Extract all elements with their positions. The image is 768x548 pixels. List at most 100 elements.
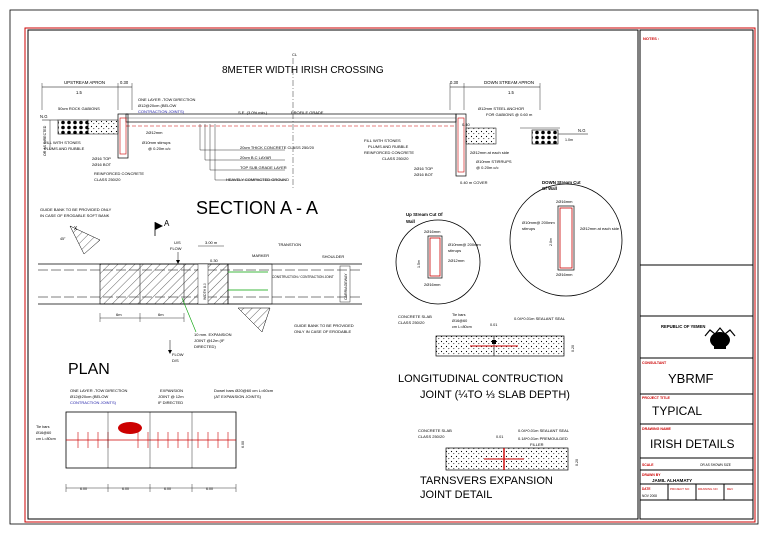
date-label: DATE <box>642 487 650 491</box>
trans-title-1: TARNSVERS EXPANSION <box>420 475 553 487</box>
exp-joint-2: JOINT @12m (IF <box>194 338 225 343</box>
dim-300: 3.00 m <box>205 240 218 245</box>
section-arrow-icon <box>155 222 163 230</box>
dim-6m-1: 6m <box>116 312 122 317</box>
angle-45: 45° <box>60 237 66 241</box>
rev-label: REV <box>727 487 733 491</box>
ng-right: N.G <box>578 128 585 133</box>
expansion-3: IF DIRECTED <box>158 400 183 405</box>
plan2-one-layer-3: CONTRACTION JOINTS) <box>70 400 117 405</box>
centerline-label: CL <box>292 52 298 57</box>
guide-bank-b1: GUIDE BANK TO BE PROVIDED <box>294 323 354 328</box>
expansion-1: EXPANSION <box>160 388 183 393</box>
scale-value: OR AS SHOWN SIZE <box>700 463 731 467</box>
dim-15-right: 1.5 <box>508 90 514 95</box>
top-bar-right: 2Ø16 TOP <box>414 166 433 171</box>
upstream-cutoff-wall <box>117 113 129 159</box>
project-title-label: PROJECT TITLE <box>642 396 671 400</box>
stirrups-right-2: @ 0.20m c/c <box>476 165 499 170</box>
plan2-one-layer-2: Ø12@20cm (BELOW <box>70 394 109 399</box>
layer-4: HEAVELY COMPACTED GROUND <box>226 177 289 182</box>
rock-gabions-label: 50cm ROCK GABIONS <box>58 106 100 111</box>
us-flow-1: U/S <box>174 240 181 245</box>
dim-030-right: 0.30 <box>450 80 459 85</box>
x-mark: X <box>74 226 78 232</box>
red-border <box>24 27 756 523</box>
fill-stones-1: FILL WITH STONES <box>44 140 81 145</box>
up-cut-height: 1.5m <box>417 260 421 268</box>
drawing-name-label: DRAWING NAME <box>642 427 672 431</box>
long-slab-1: CONCRETE SLAB <box>398 314 432 319</box>
trans-filler-2: FILLER <box>530 442 544 447</box>
fill-right-4: CLASS 250/20 <box>382 156 409 161</box>
down-cut-title-2: Of Wall <box>542 186 557 191</box>
main-title: 8METER WIDTH IRISH CROSSING <box>222 65 384 76</box>
trans-sealant: 0.04*0.01m SEALANT SEAL <box>518 428 570 433</box>
long-tie-3: cm L=80cm <box>452 325 472 329</box>
trans-slab-1: CONCRETE SLAB <box>418 428 452 433</box>
one-layer-line-3: CONTRACTION JOINTS) <box>138 109 185 114</box>
up-cut-stirrups-2: stirrups <box>448 248 461 253</box>
ng-left: N.G <box>40 114 47 119</box>
longitudinal-joint-detail: CONCRETE SLAB CLASS 250/20 Tie bars Ø16@… <box>398 313 575 401</box>
trans-d001: 0.01 <box>496 435 503 439</box>
down-cut-top: 2Ø16mm <box>556 199 573 204</box>
cover-label: 0.40 m COVER <box>460 180 488 185</box>
date-value: NOV 2008 <box>642 494 657 498</box>
flow-arrow-ds-icon <box>168 350 172 354</box>
guide-bank-lower <box>237 307 271 333</box>
right-gabion <box>531 129 559 145</box>
republic-label: REPUBLIC OF YEMEN <box>661 324 705 329</box>
slab-layout-plan: ONE LAYER -TOW DIRECTION Ø12@20cm (BELOW… <box>36 388 274 492</box>
dim-15-left: 1.5 <box>76 90 82 95</box>
dim-030-left: 0.30 <box>120 80 129 85</box>
tie-3: cm L=80cm <box>36 437 56 441</box>
drawing-no-label: DRAWING NO <box>698 487 718 491</box>
downstream-cutoff-detail: DOWN Stream Cut Of Wall 2Ø16mm Ø10mm@ 20… <box>509 180 623 297</box>
anchor-2: FOR GABIONS @ 0.60 m <box>486 112 533 117</box>
trans-filler-1: 0.18*0.01m PREMOULDED <box>518 436 568 441</box>
layer-1: 20cm THICK CONCRETE CLASS 250/20 <box>240 145 315 150</box>
down-cut-stirrups-1: Ø10mm@ 200mm <box>522 220 555 225</box>
upstream-apron-label: UPSTREAM APRON <box>64 80 105 85</box>
ds-flow-1: FLOW <box>172 352 184 357</box>
tie-2: Ø16@60 <box>36 431 51 435</box>
dim-040: 0.40 <box>462 122 471 127</box>
one-layer-line-1: ONE LAYER -TOW DIRECTION <box>138 97 196 102</box>
left-fill-stones <box>87 119 119 135</box>
stirrups-right-1: Ø10mm STIRRUPS <box>476 159 512 164</box>
transition-label: TRANSTION <box>278 242 301 247</box>
long-sealant: 0.04*0.01m SEALANT SEAL <box>514 316 566 321</box>
project-title-value: TYPICAL <box>652 404 702 418</box>
section-title: SECTION A - A <box>196 198 318 218</box>
crossing-slab <box>99 263 229 305</box>
d12mm-label: 2Ø12mm <box>146 130 163 135</box>
drawing-name-value: IRISH DETAILS <box>650 437 734 451</box>
plan2-one-layer-1: ONE LAYER -TOW DIRECTION <box>70 388 128 393</box>
width-label: WIDTH 8.0 <box>203 283 207 300</box>
anchor-1: Ø12mm STEEL ANCHOR <box>478 106 524 111</box>
drawing-frame <box>27 29 639 520</box>
flow-arrow-down-icon <box>176 260 180 264</box>
section-marker-a: A <box>164 219 170 228</box>
trans-d020: 0.20 <box>575 459 579 466</box>
up-cut-title-1: Up Stream Cut Of <box>406 212 443 217</box>
rc-left-1: REINFORCED CONCRETE <box>94 171 144 176</box>
consultant-value: YBRMF <box>668 371 714 386</box>
down-cut-height: 2.0m <box>549 238 553 246</box>
drawn-by-value: JAMIL ALHAMATY <box>652 478 692 483</box>
down-cut-bottom: 2Ø16mm <box>556 272 573 277</box>
ds-flow-2: D/S <box>172 358 179 363</box>
one-layer-line-2: Ø12@20cm (BELOW <box>138 103 177 108</box>
long-d001: 0.01 <box>490 323 497 327</box>
yemen-emblem-icon <box>704 327 736 349</box>
carriageway-label: CARRIAGEWAY <box>344 273 348 300</box>
trans-slab-2: CLASS 250/20 <box>418 434 445 439</box>
long-slab-2: CLASS 250/20 <box>398 320 425 325</box>
down-cut-title-1: DOWN Stream Cut <box>542 180 581 185</box>
one-m-label: 1.0m <box>565 138 573 142</box>
plan-view: GUIDE BANK TO BE PROVIDED ONLY IN CASE O… <box>38 207 362 363</box>
bot-bar-right: 2Ø16 BOT <box>414 172 434 177</box>
construction-joint-label: CONSTRUCTION / CONTRACTION JOINT <box>272 275 334 279</box>
dowel-detail-marker <box>118 422 142 434</box>
